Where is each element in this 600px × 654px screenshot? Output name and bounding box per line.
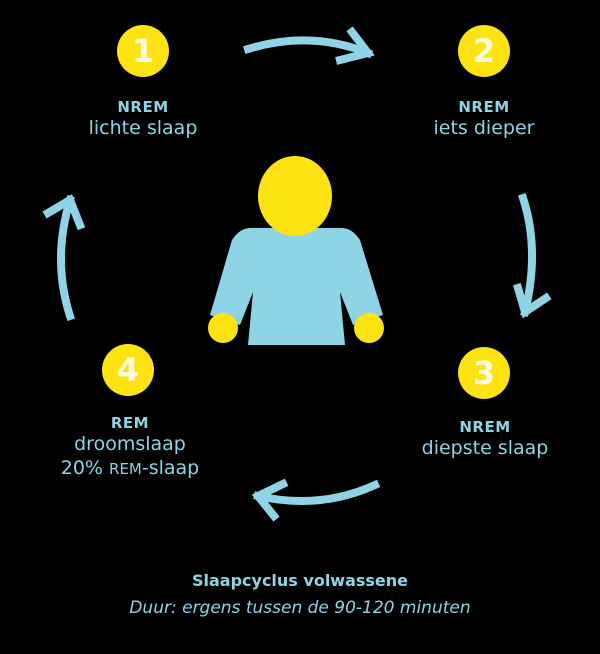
stage-4-type: REM [110, 414, 150, 432]
arrow-3-to-4-icon [251, 478, 381, 522]
stage-1-badge: 1 [117, 25, 169, 77]
stage-2-description: iets dieper [433, 117, 535, 139]
stage-1-number: 1 [131, 32, 155, 70]
arrow-2-to-3-icon [513, 192, 552, 319]
stage-4-badge: 4 [102, 344, 154, 396]
stage-4-extra-smallcaps: REM [109, 460, 142, 478]
diagram-subtitle: Duur: ergens tussen de 90-120 minuten [129, 598, 471, 618]
stage-4-label: REM droomslaap 20% REM-slaap [40, 414, 220, 481]
stage-2-number: 2 [472, 32, 496, 70]
stage-1-type: NREM [117, 98, 169, 116]
stage-3-type: NREM [459, 418, 511, 436]
stage-4-extra: 20% REM-slaap [40, 456, 220, 481]
stage-4-number: 4 [116, 351, 140, 389]
stage-4-extra-prefix: 20% [60, 457, 103, 479]
stage-2-type: NREM [458, 98, 510, 116]
stage-3-number: 3 [472, 354, 496, 392]
stage-3-label: NREM diepste slaap [400, 418, 570, 460]
stage-2-badge: 2 [458, 25, 510, 77]
arrow-1-to-2-icon [243, 26, 375, 65]
diagram-title: Slaapcyclus volwassene [191, 571, 409, 590]
stage-3-description: diepste slaap [421, 437, 549, 459]
arrow-4-to-1-icon [42, 194, 86, 322]
person-icon [208, 156, 384, 345]
stage-3-badge: 3 [458, 347, 510, 399]
stage-2-label: NREM iets dieper [400, 98, 568, 140]
stage-1-description: lichte slaap [88, 117, 198, 139]
stage-4-description: droomslaap [74, 433, 186, 455]
stage-1-label: NREM lichte slaap [60, 98, 226, 140]
stage-4-extra-suffix: -slaap [141, 457, 200, 479]
